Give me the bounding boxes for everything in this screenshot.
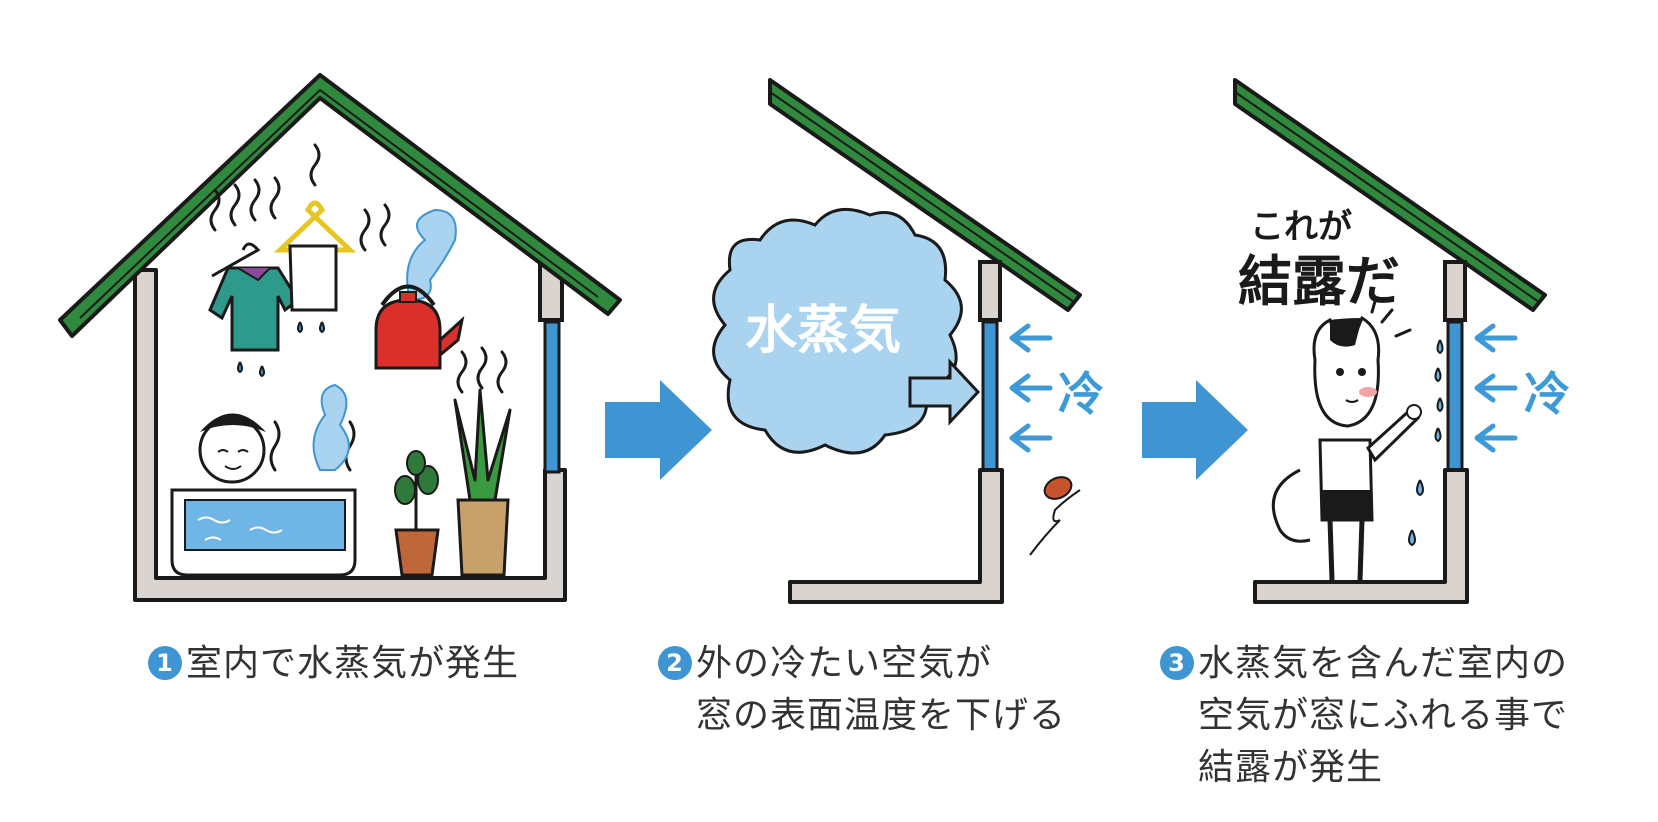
cold-label-2: 冷 <box>1524 367 1570 421</box>
step-3-line-2: 空気が窓にふれる事で <box>1198 695 1569 736</box>
house-2-wall-top <box>978 260 1002 322</box>
cold-label-1: 冷 <box>1058 367 1104 421</box>
cold-arrows-2 <box>1474 323 1518 453</box>
step-3-number: 3 <box>1160 646 1194 680</box>
hanging-shirt <box>208 242 300 378</box>
house-2-walls <box>788 468 1004 604</box>
step-2-line-2: 窓の表面温度を下げる <box>696 695 1067 736</box>
condensation-droplets <box>1408 339 1444 547</box>
step-1-number: 1 <box>148 646 182 680</box>
small-plant <box>394 450 440 577</box>
house-3-walls <box>1253 468 1469 604</box>
bath-steam <box>312 383 350 471</box>
house-1 <box>58 73 622 602</box>
hanging-towel <box>273 200 357 334</box>
kettle <box>374 284 465 370</box>
vapor-push-arrow <box>908 358 981 426</box>
house-3-wall-top <box>1443 260 1467 322</box>
process-arrow-2 <box>1142 380 1248 480</box>
step-3-line-3: 結露が発生 <box>1198 747 1384 788</box>
bathtub <box>170 488 357 577</box>
process-arrow-1 <box>605 380 712 480</box>
surprise-lines <box>1370 296 1412 338</box>
steam-lines <box>209 143 508 472</box>
house-1-roof <box>58 73 622 338</box>
step-2-number: 2 <box>658 646 692 680</box>
kettle-steam <box>406 208 457 302</box>
house-3-window <box>1446 320 1464 472</box>
exclaim-small: これが <box>1250 207 1352 247</box>
exclaim-big: 結露だ <box>1238 250 1400 313</box>
house-2-window <box>981 320 999 472</box>
house-1-window <box>543 320 561 474</box>
falling-leaf <box>1029 476 1081 556</box>
vapor-label: 水蒸気 <box>745 301 901 361</box>
cat <box>1271 315 1422 581</box>
house-2: 水蒸気 冷 <box>712 78 1104 604</box>
person-bathing <box>198 404 266 484</box>
house-3: 冷 これが 結露だ <box>1233 78 1570 604</box>
tall-plant <box>453 388 512 577</box>
cold-arrows-1 <box>1009 323 1053 453</box>
vapor-cloud <box>712 207 963 455</box>
